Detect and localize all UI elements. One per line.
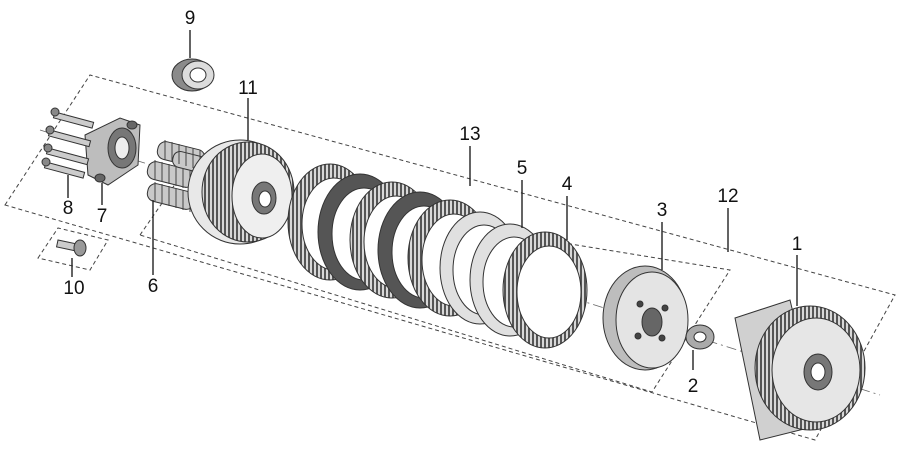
group-outline-main: [4, 74, 896, 441]
friction-plate-part-4: [502, 231, 588, 349]
callout-8: 8: [63, 198, 74, 219]
bearing-part-9: [171, 58, 215, 92]
pin-part-10: [55, 239, 87, 257]
callout-12: 12: [717, 186, 738, 207]
callout-7: 7: [97, 206, 108, 227]
bolts-part-8: [41, 107, 95, 179]
callout-3: 3: [657, 200, 668, 221]
callout-13: 13: [459, 124, 480, 145]
callout-10: 10: [63, 278, 84, 299]
callout-9: 9: [185, 8, 196, 29]
clutch-housing-part-1: [734, 299, 866, 441]
callout-11: 11: [238, 78, 258, 99]
callouts: 1 2 3 4 5 6 7 8 9 10 11 12 13: [63, 8, 803, 397]
callout-2: 2: [688, 376, 699, 397]
callout-5: 5: [517, 158, 528, 179]
callout-1: 1: [792, 234, 803, 255]
pressure-disc-part-3: [602, 265, 689, 371]
clutch-plate-stack: [287, 163, 588, 349]
callout-6: 6: [148, 276, 159, 297]
washer-part-2: [685, 324, 715, 350]
callout-4: 4: [562, 174, 573, 195]
clutch-hub-part-11: [187, 139, 295, 245]
leader-lines: [67, 30, 798, 370]
pressure-plate-part-7: [84, 117, 141, 186]
